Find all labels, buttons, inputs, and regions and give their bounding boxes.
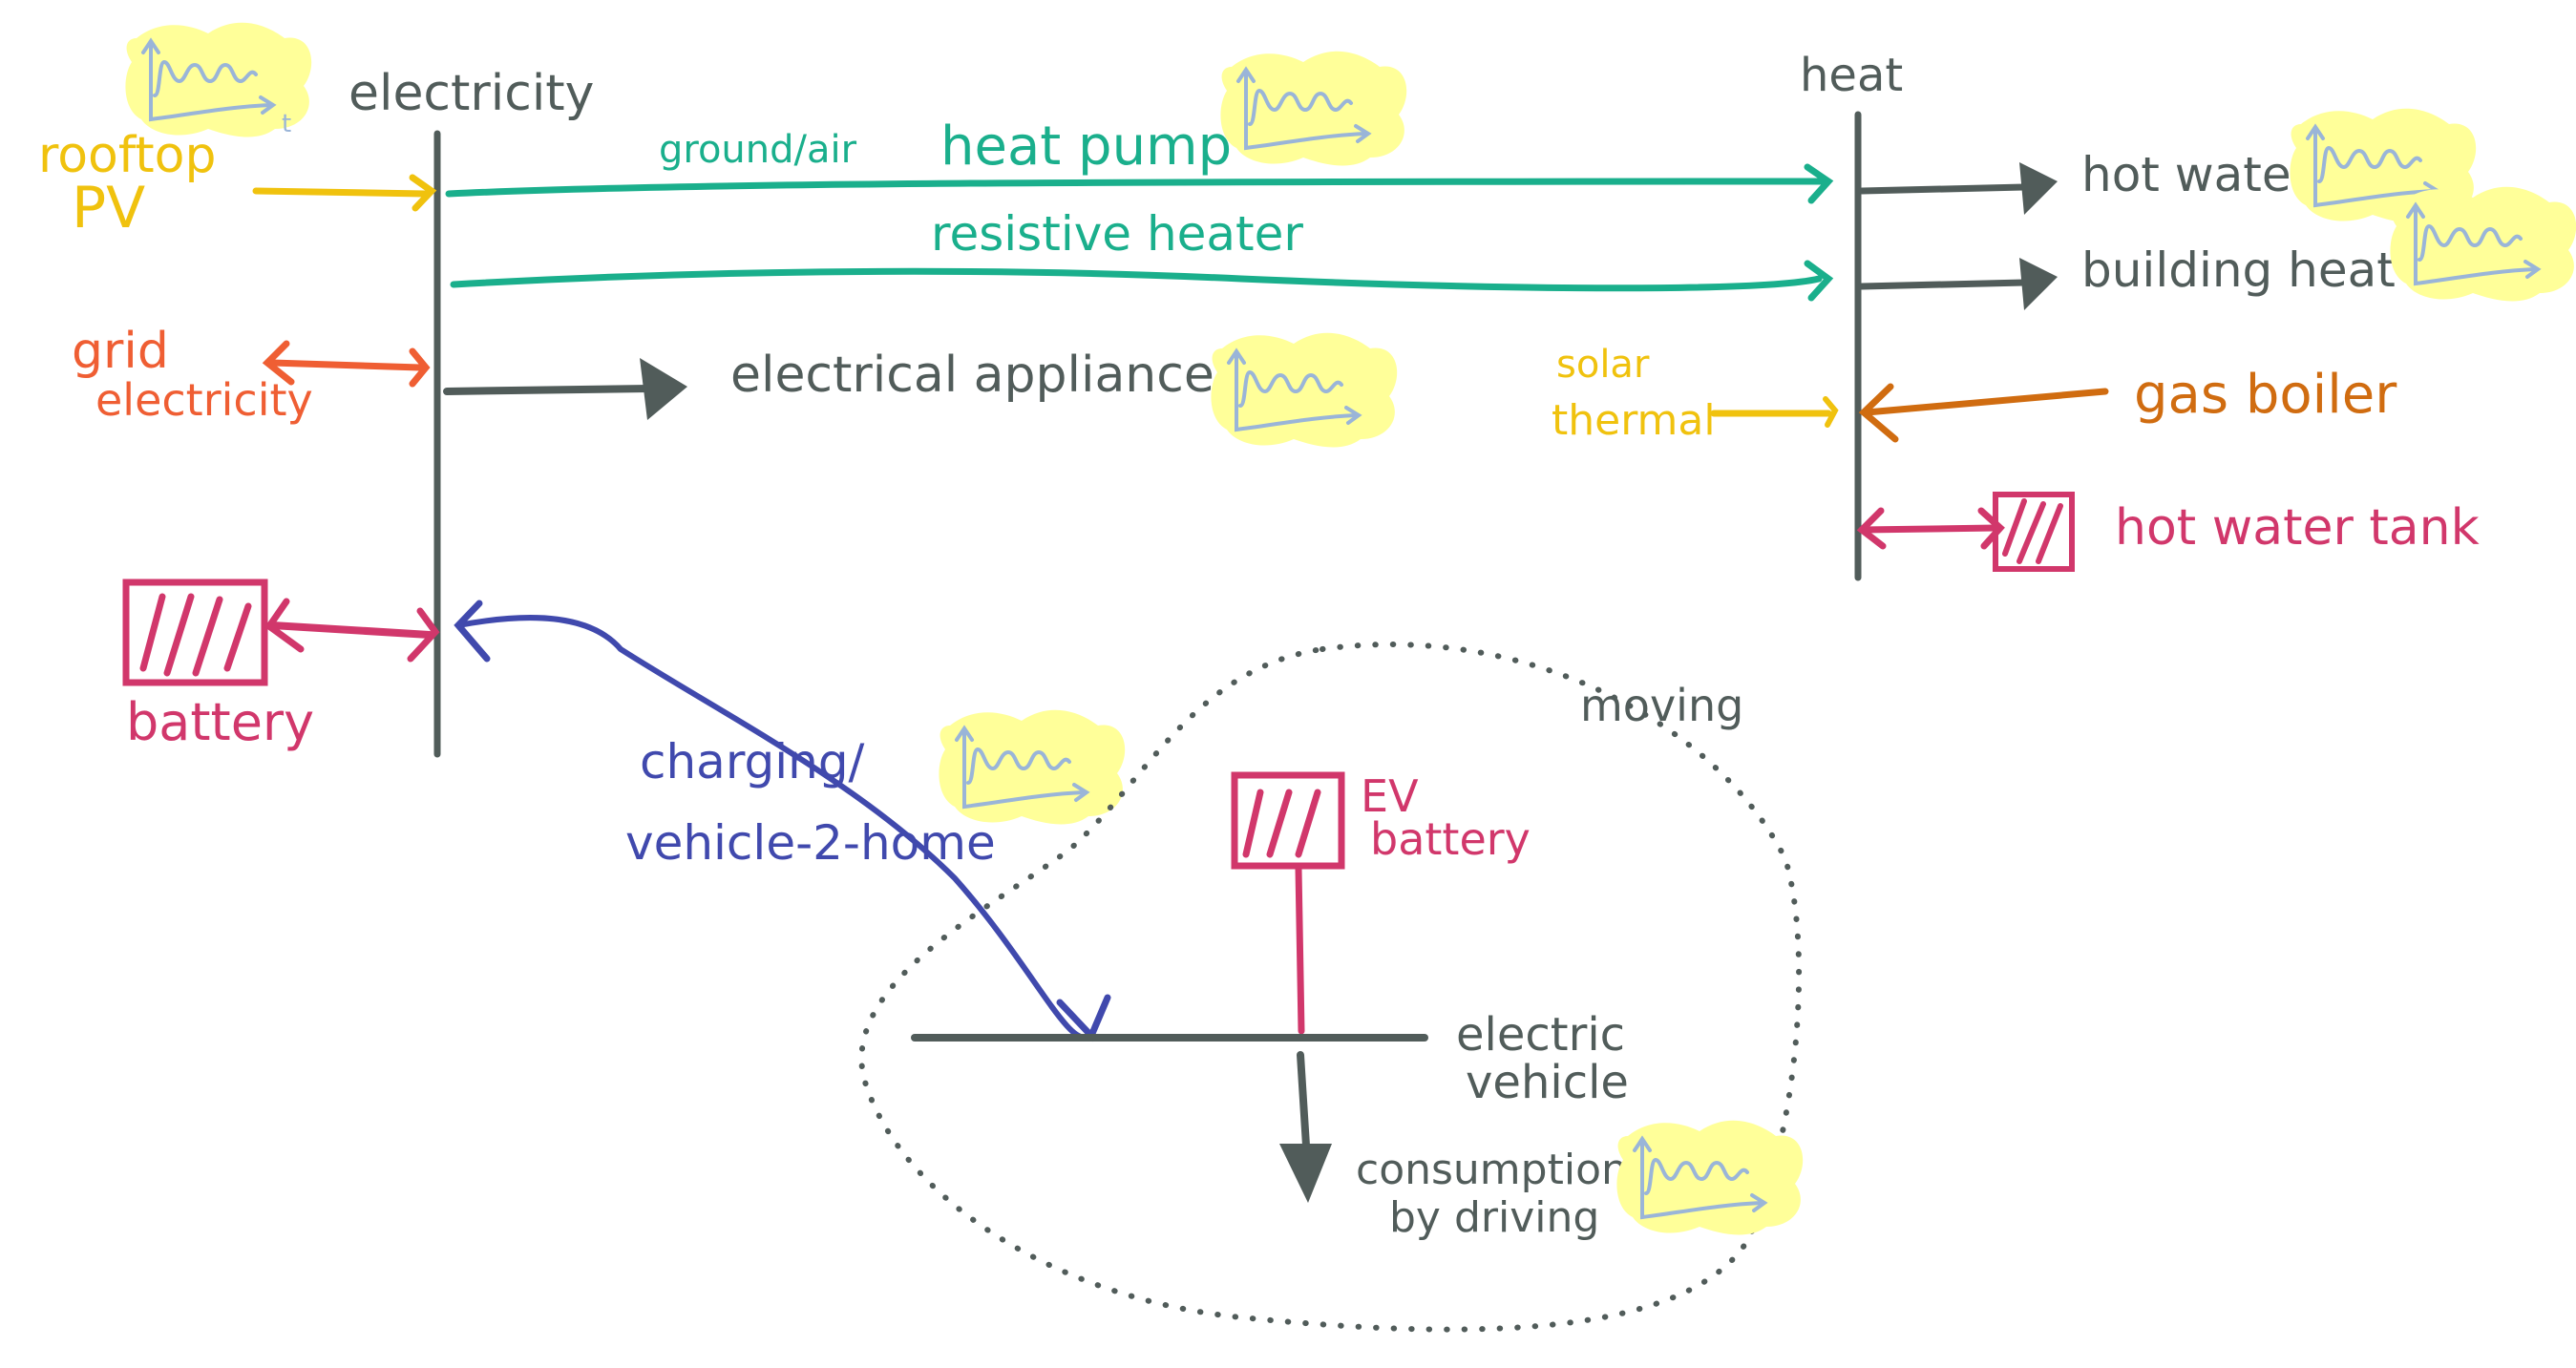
moving-label: moving [1580, 680, 1743, 731]
building-heat-arrow [1858, 279, 2028, 290]
solar-thermal-label-1: solar [1556, 343, 1650, 387]
rooftop-pv-label-2: PV [72, 175, 145, 242]
building-heat-arrowhead-icon [2019, 258, 2058, 310]
electric-vehicle-label-1: electric [1456, 1008, 1625, 1062]
hot-water-arrowhead-icon [2019, 162, 2058, 215]
resistive-heater-arrowhead-icon [1804, 260, 1834, 302]
hot-water-label: hot water [2081, 147, 2312, 202]
ev-battery-icon [1231, 771, 1345, 870]
heat-bus-label: heat [1800, 49, 1903, 102]
charging-label-2: vehicle-2-home [625, 815, 996, 871]
charging-profile-icon [937, 707, 1128, 827]
electric-vehicle-label-2: vehicle [1466, 1056, 1629, 1109]
solar-thermal-label-2: thermal [1552, 396, 1716, 445]
ev-battery-link [1295, 865, 1305, 1035]
consumption-label-1: consumption [1356, 1146, 1628, 1194]
hot-water-tank-label: hot water tank [2115, 499, 2480, 557]
profile-time-axis-label: t [282, 110, 291, 138]
driving-profile-icon [1615, 1118, 1805, 1237]
solar-thermal-arrowhead-icon [1823, 396, 1839, 428]
battery-arrowhead-left-icon [264, 598, 305, 653]
battery-icon [122, 579, 268, 686]
ev-battery-label-2: battery [1370, 813, 1531, 865]
hot-water-tank-arrowhead-right-icon [1977, 507, 2005, 550]
ev-battery-label-1: EV [1361, 770, 1419, 822]
consumption-label-2: by driving [1389, 1193, 1599, 1242]
grid-arrowhead-left-icon [262, 340, 295, 386]
hot-water-tank-arrowhead-left-icon [1856, 507, 1887, 550]
grid-electricity-label-1: grid [72, 323, 169, 380]
grid-electricity-arrow [268, 359, 424, 371]
heat-pump-arrow [445, 178, 1827, 198]
moving-region-outline [858, 642, 1803, 1333]
resistive-heater-label: resistive heater [931, 206, 1303, 262]
battery-arrow [268, 621, 433, 639]
building-heat-label: building heat [2081, 242, 2396, 298]
driving-consumption-arrowhead-icon [1279, 1144, 1332, 1203]
heat-pump-profile-icon [1218, 49, 1409, 168]
charging-arrow [455, 615, 1091, 1041]
electrical-appliances-label: electrical appliances [730, 347, 1240, 404]
hot-water-tank-arrow [1858, 524, 1999, 534]
heat-pump-arrowhead-icon [1804, 163, 1834, 204]
charging-arrowhead-left-icon [454, 600, 491, 663]
rooftop-pv-arrow [252, 187, 429, 198]
heat-pump-label: heat pump [940, 116, 1232, 178]
gas-boiler-label: gas boiler [2134, 364, 2397, 426]
charging-arrowhead-down-icon [1056, 994, 1111, 1042]
battery-label: battery [126, 692, 314, 752]
electricity-bus-label: electricity [348, 65, 594, 122]
charging-label-1: charging/ [640, 734, 865, 789]
gas-boiler-arrow [1863, 388, 2109, 416]
rooftop-pv-arrowhead-icon [409, 174, 437, 212]
building-heat-profile-icon [2388, 184, 2576, 304]
rooftop-pv-label-1: rooftop [38, 127, 216, 184]
grid-electricity-label-2: electricity [95, 374, 313, 426]
driving-consumption-arrow [1297, 1051, 1310, 1149]
gas-boiler-arrowhead-icon [1858, 383, 1899, 443]
resistive-heater-arrow [450, 267, 1823, 292]
battery-arrowhead-right-icon [407, 607, 440, 663]
grid-arrowhead-right-icon [409, 347, 431, 388]
appliances-profile-icon [1209, 330, 1400, 450]
appliances-arrow [443, 385, 653, 395]
hot-water-tank-icon [1993, 492, 2075, 572]
hot-water-arrow [1858, 183, 2028, 195]
heat-pump-prefix-label: ground/air [659, 128, 857, 172]
appliances-arrowhead-icon [640, 358, 687, 420]
